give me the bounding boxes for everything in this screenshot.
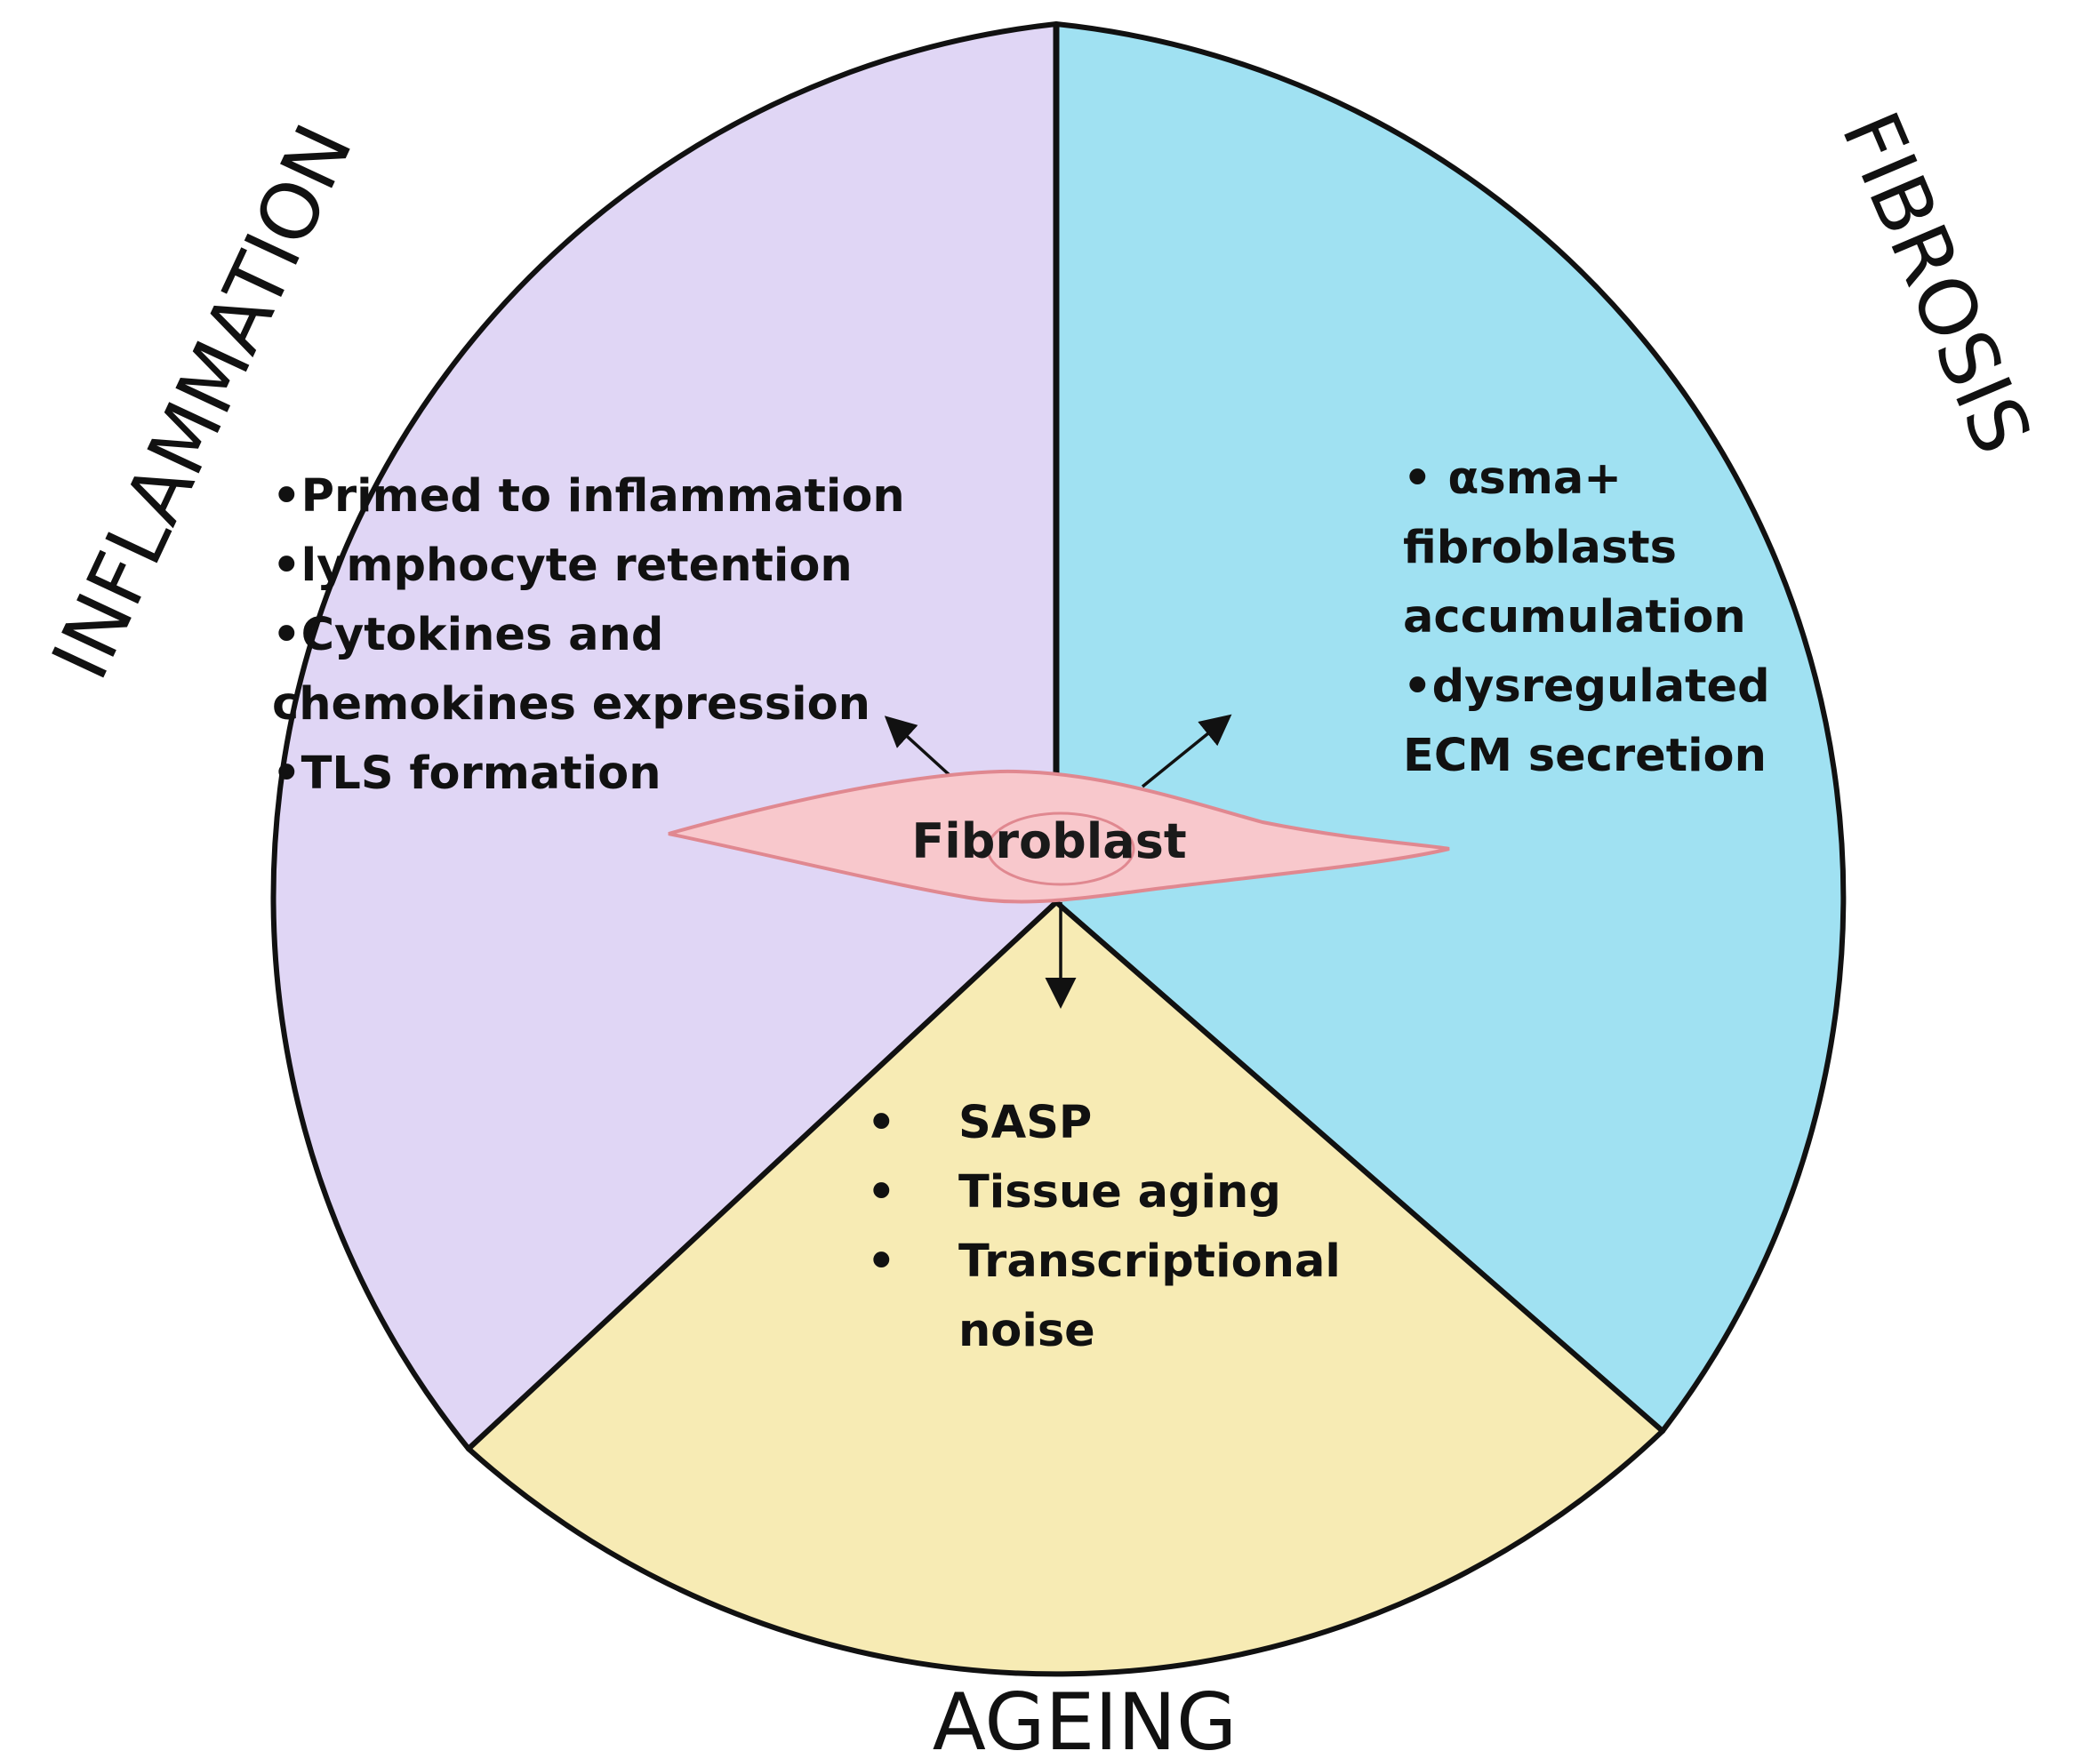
fibrosis-list: • αsma+ fibroblasts accumulation •dysreg… <box>1403 452 1770 782</box>
ageing-bullet: • <box>867 1097 896 1149</box>
inflammation-list: •Primed to inflammation •lymphocyte rete… <box>272 470 905 800</box>
ageing-list: • • • SASP Tissue aging Transcriptional … <box>867 1097 1341 1357</box>
inflammation-item: •TLS formation <box>272 748 661 800</box>
arrow-to-fibrosis <box>1141 714 1232 788</box>
arrow-to-inflammation <box>884 716 951 777</box>
fibrosis-title: FIBROSIS <box>1824 100 2049 467</box>
inflammation-item: •Cytokines and <box>272 609 663 661</box>
inflammation-sector <box>270 21 1059 1451</box>
ageing-item: Tissue aging <box>958 1166 1281 1219</box>
ageing-item: Transcriptional <box>958 1235 1341 1288</box>
fibroblast-label: Fibroblast <box>911 813 1186 869</box>
ageing-sector <box>466 899 1665 1677</box>
ageing-bullet: • <box>867 1166 896 1219</box>
fibrosis-item: • αsma+ <box>1403 452 1622 505</box>
fibrosis-item: ECM secretion <box>1403 730 1767 782</box>
inflammation-item: chemokines expression <box>272 678 870 731</box>
fibrosis-item: accumulation <box>1403 591 1746 644</box>
ageing-item: noise <box>958 1305 1095 1357</box>
ageing-bullet: • <box>867 1235 896 1288</box>
ageing-item: SASP <box>958 1097 1092 1149</box>
fibrosis-item: fibroblasts <box>1403 522 1677 574</box>
inflammation-item: •lymphocyte retention <box>272 540 853 592</box>
fibrosis-sector <box>1054 21 1847 1434</box>
inflammation-item: •Primed to inflammation <box>272 470 905 523</box>
inflammation-title: INFLAMMATION <box>34 111 370 692</box>
ageing-title: AGEING <box>933 1676 1237 1755</box>
fibrosis-item: •dysregulated <box>1403 660 1770 713</box>
fibroblast-nucleus <box>986 812 1135 886</box>
